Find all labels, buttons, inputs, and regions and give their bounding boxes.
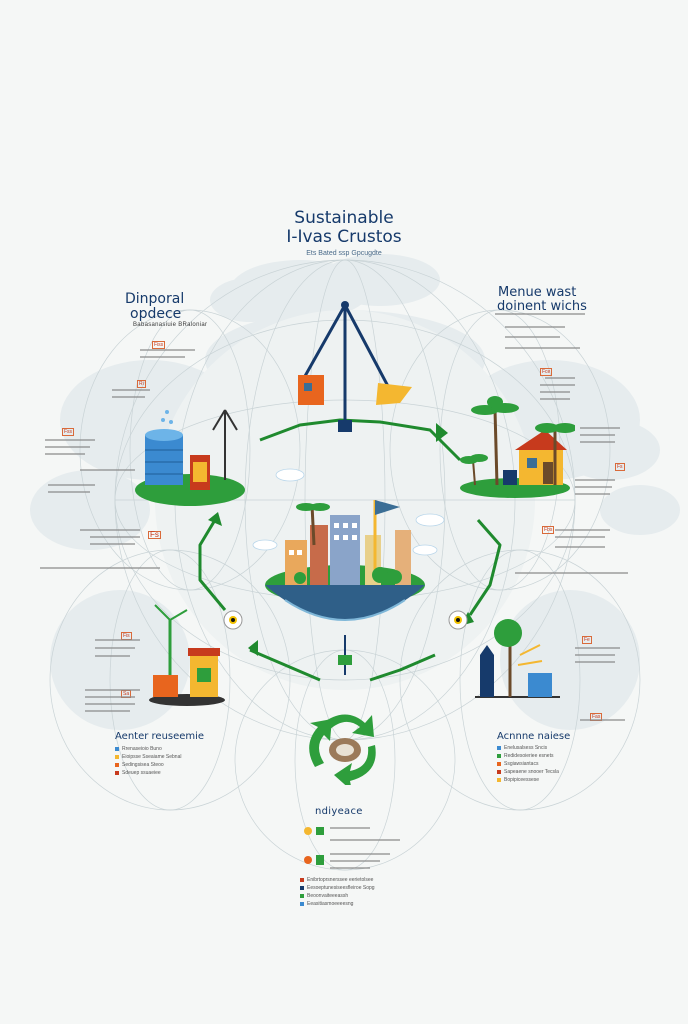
- list-item: Sapeaene snooer Tecsla: [497, 769, 559, 775]
- list-item: Rrenaseioio Buno: [115, 746, 181, 752]
- tag-label: Fs: [148, 530, 161, 539]
- bottom-left-list: Rrenaseioio Buno Eioipsse Sseaiame Sebna…: [115, 746, 181, 776]
- list-item: Sdeuep ssuaeiee: [115, 770, 181, 776]
- bottom-left-illustration: [149, 604, 225, 706]
- tag-label: Fce: [540, 368, 553, 376]
- page-title-line2: I-Ivas Crustos: [286, 227, 402, 247]
- bottom-right-list: Enelusalsess Sncis Redidesoieriee esnets…: [497, 745, 559, 783]
- list-item: Beoonvaiteeeassh: [300, 893, 375, 899]
- tag-label: Ri: [137, 380, 146, 388]
- list-item: Eesoeptunesiseesfleiroe Sopg: [300, 885, 375, 891]
- right-section-title-line2: doinent wichs: [497, 299, 587, 314]
- list-item: Eioipsse Sseaiame Sebnal: [115, 754, 181, 760]
- bottom-left-title: Aenter reuseemie: [115, 731, 205, 742]
- left-section-title-line2: opdece: [130, 306, 182, 322]
- page-title: Sustainable: [294, 208, 394, 228]
- bottom-right-illustration: [475, 619, 560, 698]
- list-item: Bopipiceessese: [497, 777, 559, 783]
- list-item: Ssgiawsiantacs: [497, 761, 559, 767]
- left-section-title: Dinporal: [125, 291, 185, 307]
- tag-label: Fiss: [152, 341, 166, 349]
- list-item: Redidesoieriee esnets: [497, 753, 559, 759]
- page-subtitle: Ets Bated ssp Gpcugdte: [306, 250, 382, 257]
- footer-list: Enibrtoprsnerssee eerietolsee Eesoeptune…: [300, 877, 375, 907]
- footer-icons: [304, 827, 324, 865]
- central-illustration: [252, 301, 445, 675]
- right-cluster-illustration: [460, 396, 575, 498]
- recycle-icon: [309, 714, 376, 785]
- footer-title: ndiyeace: [315, 806, 363, 817]
- tag-label: Fe: [582, 636, 592, 644]
- list-item: Sedingsisea Steoo: [115, 762, 181, 768]
- tag-label: Fs: [615, 463, 625, 471]
- left-cluster-illustration: [135, 409, 245, 506]
- tag-label: Fss: [62, 428, 75, 436]
- tag-label: Fbs: [542, 526, 555, 534]
- bottom-right-title: Acnnne naiese: [497, 731, 571, 742]
- list-item: Enelusalsess Sncis: [497, 745, 559, 751]
- list-item: Enibrtoprsnerssee eerietolsee: [300, 877, 375, 883]
- left-section-subtitle: Babasanasiuie BRaloniar: [133, 322, 208, 328]
- list-item: Eeasitiasmoeeeesng: [300, 901, 375, 907]
- right-section-title: Menue wast: [498, 285, 577, 300]
